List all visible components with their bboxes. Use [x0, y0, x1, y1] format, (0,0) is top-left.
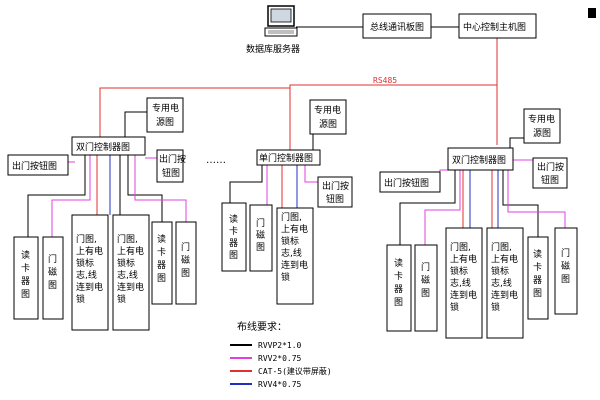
left-door-lock-2-label: 门图,上有电锁标志,线连到电锁 — [117, 233, 144, 305]
right-card-reader-2-label: 读卡器图 — [533, 248, 542, 299]
wire-left-d1 — [27, 155, 86, 237]
wire-left-d2 — [51, 155, 91, 237]
left-door-magnet-box — [42, 236, 64, 320]
wire-right-d7 — [502, 170, 539, 237]
mid-controller-box — [256, 149, 321, 166]
left-exit-button2-label-1: 出门按 — [159, 153, 186, 165]
wire-rs485-left — [99, 87, 290, 137]
mid-card-reader-box — [221, 202, 247, 272]
right-exit-button2-box — [532, 157, 568, 189]
right-exit-button-label: 出门按钮图 — [384, 177, 429, 189]
left-door-magnet-2-label: 门磁图 — [181, 241, 190, 279]
right-card-reader-box — [386, 244, 412, 332]
corner-marker — [588, 8, 596, 18]
left-exit-button-box — [7, 154, 69, 176]
legend-label: RVV2*0.75 — [258, 354, 302, 363]
right-door-magnet-box — [414, 244, 438, 332]
wire-right-d8 — [507, 170, 566, 228]
center-host-label: 中心控制主机图 — [463, 21, 526, 33]
left-door-magnet-2-box — [175, 221, 197, 305]
wire-mid-left — [229, 165, 263, 203]
right-card-reader-label: 读卡器图 — [394, 257, 403, 308]
right-door-lock-2-label: 门图,上有电锁标志,线连到电锁 — [491, 241, 518, 313]
wire-left-d7 — [134, 155, 187, 222]
right-exit-button-box — [379, 171, 441, 193]
right-power-box — [523, 108, 561, 144]
left-card-reader-2-label: 读卡器图 — [157, 233, 166, 284]
left-power-label-1: 专用电 — [152, 102, 179, 114]
left-door-lock-1-label: 门图,上有电锁标志,线连到电锁 — [76, 233, 103, 305]
right-door-magnet-2-box — [554, 227, 578, 315]
mid-power-label-1: 专用电 — [314, 104, 341, 116]
legend-title: 布线要求： — [237, 320, 287, 333]
left-controller-label: 双门控制器图 — [76, 141, 130, 153]
db-server-label: 数据库服务器 — [246, 43, 300, 55]
mid-power-box — [309, 99, 347, 135]
wire-left-d6 — [127, 155, 163, 222]
right-door-lock-1-box — [445, 227, 483, 339]
wire-right-power — [509, 137, 524, 148]
wire-left-power — [124, 111, 147, 137]
mid-door-magnet-box — [249, 204, 273, 272]
mid-card-reader-label: 读卡器图 — [229, 213, 238, 261]
right-card-reader-2-box — [527, 236, 549, 320]
right-door-magnet-2-label: 门磁图 — [561, 247, 570, 285]
left-exit-button2-label-2: 钮图 — [162, 167, 180, 179]
left-controller-box — [71, 136, 146, 156]
left-card-reader-2-box — [151, 221, 173, 305]
legend-label: RVVP2*1.0 — [258, 341, 302, 350]
bus-board-label: 总线通讯板图 — [370, 21, 424, 33]
wire-rs485-trunk — [289, 38, 498, 95]
legend-item: RVV4*0.75 — [230, 380, 302, 389]
left-door-lock-1-box — [71, 214, 109, 331]
mid-power-label-2: 源图 — [319, 119, 337, 130]
mid-exit-button-label-2: 钮图 — [326, 193, 344, 205]
legend-item: RVV2*0.75 — [230, 354, 302, 363]
right-door-magnet-label: 门磁图 — [421, 261, 430, 299]
legend-label: RVV4*0.75 — [258, 380, 302, 389]
mid-exit-button-box — [317, 176, 353, 208]
legend-item: CAT-5(建议带屏蔽) — [230, 366, 332, 376]
left-exit-button-label: 出门按钮图 — [12, 160, 57, 172]
left-card-reader-label: 读卡器图 — [21, 249, 30, 300]
mid-door-lock-label: 门图,上有电锁标志,线连到电锁 — [281, 211, 308, 283]
left-door-magnet-label: 门磁图 — [48, 253, 57, 291]
wires — [27, 26, 566, 245]
left-exit-button2-box — [156, 149, 184, 183]
wire-right-d1 — [399, 170, 456, 245]
legend-label: CAT-5(建议带屏蔽) — [258, 366, 332, 376]
mid-controller-label: 单门控制器图 — [259, 152, 313, 164]
left-card-reader-box — [13, 236, 39, 320]
legend-item: RVVP2*1.0 — [230, 341, 302, 350]
right-door-lock-2-box — [486, 227, 524, 339]
mid-door-lock-box — [276, 207, 314, 305]
mid-door-magnet-label: 门磁图 — [256, 217, 265, 253]
wire-right-exit-l — [439, 169, 448, 178]
left-door-lock-2-box — [112, 214, 150, 331]
bus-board-box — [362, 13, 432, 39]
wire-mid-exit — [304, 165, 318, 183]
left-power-box — [146, 97, 184, 133]
mid-exit-button-label-1: 出门按 — [322, 180, 349, 192]
right-exit-button2-label-2: 钮图 — [541, 174, 559, 186]
right-door-lock-1-label: 门图,上有电锁标志,线连到电锁 — [450, 241, 477, 313]
left-power-label-2: 源图 — [156, 117, 174, 128]
right-exit-button2-label-1: 出门按 — [537, 161, 564, 173]
right-power-label-1: 专用电 — [528, 113, 555, 125]
wire-right-d2 — [424, 170, 461, 245]
db-server-computer-icon — [264, 5, 298, 37]
right-power-label-2: 源图 — [533, 128, 551, 139]
center-host-box — [458, 13, 537, 39]
right-controller-label: 双门控制器图 — [452, 154, 506, 166]
right-controller-box — [447, 147, 514, 171]
rs485-label: RS485 — [373, 76, 397, 85]
ellipsis: …… — [206, 155, 226, 166]
